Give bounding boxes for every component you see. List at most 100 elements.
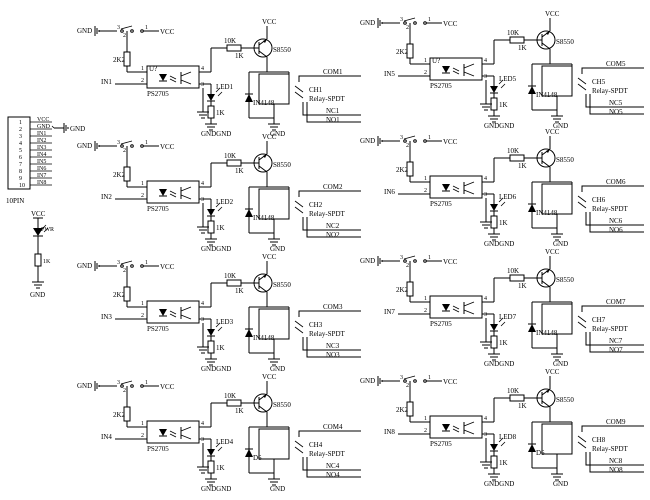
connector-pin-number: 6 [19, 155, 22, 161]
opto-gnd-symbol [480, 103, 492, 111]
relay-gnd-label: GND [270, 365, 285, 373]
base-resistor-value: 1K [235, 52, 244, 60]
relay-nc-label: NC5 [609, 99, 623, 107]
jumper-contact [413, 379, 417, 383]
opto-led-icon [442, 184, 450, 191]
relay-com-label: COM2 [323, 183, 343, 191]
gnd-pair-label: GNDGND [201, 130, 231, 138]
relay-gnd-symbol [268, 238, 280, 246]
opto-pin-4: 4 [484, 58, 487, 64]
relay-gnd-label: GND [553, 122, 568, 130]
jumper-pin-3: 3 [117, 380, 120, 386]
opto-pin-3: 3 [201, 437, 204, 443]
jumper-vcc-label: VCC [443, 258, 458, 266]
transistor-part: S8550 [273, 161, 291, 169]
opto-pin-2: 2 [141, 433, 144, 439]
jumper-pin-3: 3 [117, 140, 120, 146]
opto-gnd-symbol [480, 461, 492, 469]
relay-no-label: NO1 [326, 116, 340, 124]
jumper-pin-2: 2 [123, 33, 126, 39]
jumper-gnd-label: GND [360, 19, 375, 27]
channel-input-label: IN1 [101, 78, 112, 86]
led-resistor-value: 1K [216, 224, 225, 232]
opto-led-icon [442, 66, 450, 73]
jumper-pin-1: 1 [145, 260, 148, 266]
jumper-contact [403, 379, 407, 383]
pwr-gnd-label: GND [30, 291, 45, 299]
led-resistor-value: 1K [499, 339, 508, 347]
jumper-pin-1: 1 [145, 380, 148, 386]
jumper-vcc-label: VCC [443, 20, 458, 28]
opto-pin-4: 4 [201, 421, 204, 427]
connector-pin-number: 7 [19, 162, 22, 168]
pullup-resistor-value: 2K2 [113, 291, 126, 299]
channel-input-label: IN5 [384, 70, 395, 78]
relay-channel-name: CH3 [309, 321, 323, 329]
relay-com-label: COM3 [323, 303, 343, 311]
relay-no-label: NO4 [326, 471, 340, 479]
base-resistor-value: 1K [518, 402, 527, 410]
optocoupler-body [146, 180, 200, 204]
jumper-pin-2: 2 [123, 388, 126, 394]
jumper-contact [403, 21, 407, 25]
base-resistor-value: 1K [235, 167, 244, 175]
channel-led-icon [490, 204, 498, 211]
opto-pin-4: 4 [484, 176, 487, 182]
relay-gnd-symbol [551, 115, 563, 123]
channel-led-label: LED4 [216, 438, 234, 446]
base-resistor-label: 10K [507, 147, 519, 155]
relay-gnd-label: GND [553, 240, 568, 248]
led-gnd-symbol [488, 115, 500, 123]
jumper-pin-1: 1 [428, 375, 431, 381]
gnd-pair-label: GNDGND [484, 122, 514, 130]
optocoupler-designator: U? [432, 57, 440, 65]
pullup-resistor-value: 2K2 [113, 171, 126, 179]
relay-channel-name: CH2 [309, 201, 323, 209]
relay-part: Relay-SPDT [592, 325, 629, 333]
transistor-part: S8550 [556, 38, 574, 46]
opto-gnd-symbol [197, 466, 209, 474]
relay-no-label: NO3 [326, 351, 340, 359]
opto-pin-1: 1 [141, 66, 144, 72]
jumper-contact [140, 29, 144, 33]
optocoupler-designator: U? [149, 65, 157, 73]
jumper-pin-1: 1 [428, 17, 431, 23]
pullup-resistor-value: 2K2 [396, 166, 409, 174]
led-resistor-value: 1K [216, 109, 225, 117]
connector-pin-number: 5 [19, 148, 22, 154]
opto-pin-3: 3 [201, 82, 204, 88]
jumper-pin-2: 2 [406, 263, 409, 269]
base-resistor-label: 10K [507, 267, 519, 275]
relay-com-label: COM4 [323, 423, 343, 431]
jumper-gnd-label: GND [360, 137, 375, 145]
transistor-vcc-label: VCC [262, 133, 277, 141]
pwr-led-name: PWR [41, 227, 54, 233]
led-resistor-value: 1K [499, 459, 508, 467]
base-resistor [226, 159, 242, 167]
base-resistor [509, 36, 525, 44]
connector-part-label: 10PIN [6, 197, 24, 205]
flyback-diode-label: IN4148 [536, 209, 558, 217]
jumper-pin-3: 3 [400, 135, 403, 141]
opto-pin-1: 1 [141, 421, 144, 427]
jumper-contact [423, 259, 427, 263]
relay-gnd-label: GND [553, 480, 568, 488]
connector-pin-label-in4: IN4 [37, 152, 46, 158]
jumper-gnd-label: GND [77, 142, 92, 150]
relay-nc-label: NC7 [609, 337, 623, 345]
flyback-diode-icon [245, 449, 253, 457]
jumper-pin-3: 3 [400, 255, 403, 261]
led-gnd-symbol [488, 233, 500, 241]
jumper-pin-3: 3 [117, 25, 120, 31]
gnd-pair-label: GNDGND [201, 365, 231, 373]
transistor-vcc-label: VCC [262, 373, 277, 381]
connector-pin-label-in2: IN2 [37, 138, 46, 144]
gnd-pair-label: GNDGND [484, 480, 514, 488]
opto-pin-1: 1 [141, 301, 144, 307]
channel-led-label: LED3 [216, 318, 234, 326]
flyback-diode-label: IN4148 [536, 91, 558, 99]
relay-part: Relay-SPDT [592, 87, 629, 95]
opto-pin-4: 4 [201, 181, 204, 187]
